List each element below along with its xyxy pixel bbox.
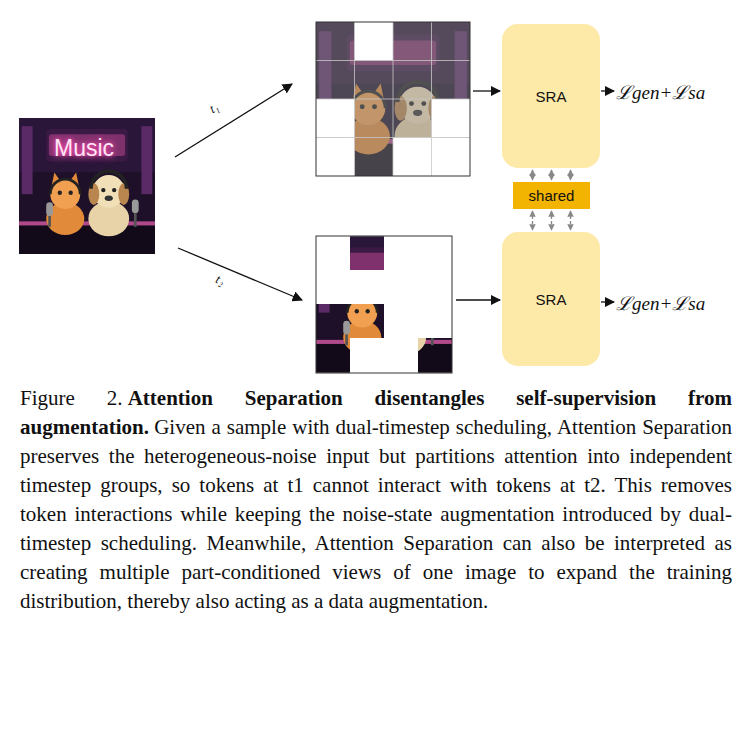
- model-box: SRA: [502, 232, 600, 366]
- node-label: SRA: [536, 291, 567, 308]
- timestep-label: t₁: [207, 99, 222, 117]
- node-label: SRA: [536, 88, 567, 105]
- loss-label: ℒgen+ℒsa: [616, 290, 705, 316]
- shared-weight-link: [533, 211, 571, 230]
- neon-sign-text: Music: [54, 135, 114, 162]
- figure-number: Figure 2.: [20, 386, 122, 410]
- shared-tag: shared: [513, 182, 590, 209]
- caption-text: Given a sample with dual-timestep schedu…: [20, 415, 732, 613]
- model-box: SRA: [502, 24, 600, 168]
- figure-caption: Figure 2.Attention Separation disentangl…: [20, 384, 732, 616]
- node-label: shared: [529, 187, 575, 204]
- loss-label: ℒgen+ℒsa: [616, 79, 705, 105]
- timestep-label: t₂: [213, 271, 227, 289]
- shared-weight-link: [533, 170, 571, 180]
